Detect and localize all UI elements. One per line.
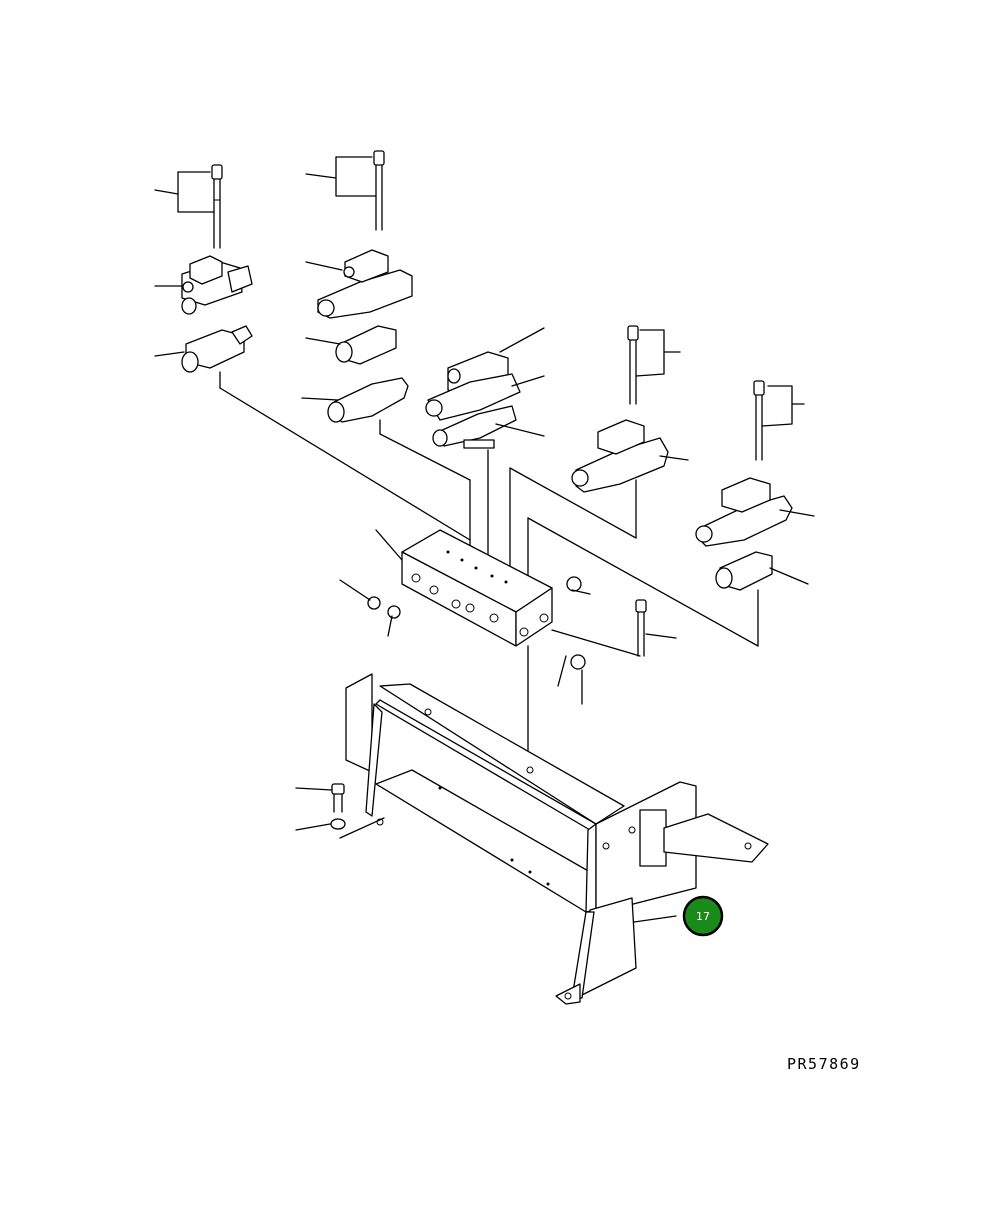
manifold-block [339,529,677,771]
valve-assembly-far-right [527,380,815,647]
callout-17[interactable]: 17 [682,895,724,937]
valve-assembly-right-mid [509,325,689,569]
valve-assembly-center [425,327,545,561]
valve-assembly-top-left [154,164,471,541]
drawing-number: PR57869 [787,1055,861,1073]
valve-assembly-top-center [301,150,471,549]
callout-label: 17 [696,910,710,923]
mounting-frame [295,673,769,1005]
